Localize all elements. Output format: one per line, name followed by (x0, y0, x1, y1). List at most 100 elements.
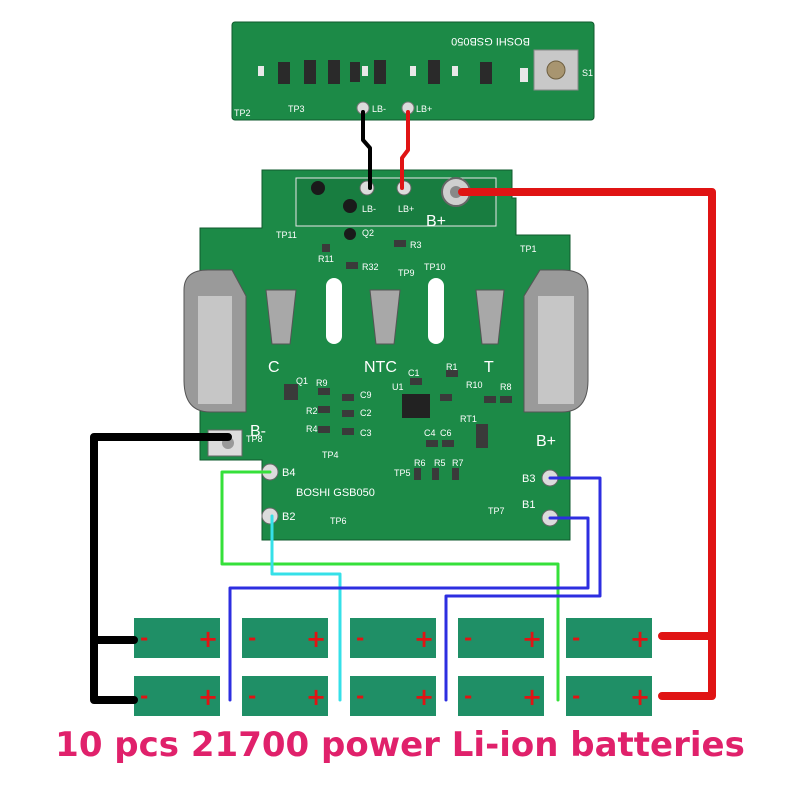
battery-cell: -+ (350, 676, 436, 716)
r7-label: R7 (452, 458, 464, 468)
r11-label: R11 (318, 254, 334, 264)
r1-label: R1 (446, 362, 458, 372)
cell-pos-symbol: + (198, 683, 218, 711)
cell-neg-symbol: - (572, 626, 580, 650)
tp7-label: TP7 (488, 506, 505, 516)
tp5-label: TP5 (394, 468, 411, 478)
main-bms-board: LB- LB+ B+ TP11 TP10 TP9 TP1 TP8 TP4 TP5… (183, 169, 589, 541)
battery-cell-body (134, 676, 220, 716)
c4-label: C4 (424, 428, 436, 438)
cell-neg-symbol: - (140, 626, 148, 650)
battery-cell-body (458, 676, 544, 716)
top-board-tp2: TP2 (234, 108, 251, 118)
cell-pos-symbol: + (198, 625, 218, 653)
r6-label: R6 (414, 458, 426, 468)
u1-label: U1 (392, 382, 404, 392)
cell-neg-symbol: - (464, 684, 472, 708)
r3-label: R3 (410, 240, 422, 250)
terminal-b-pos (523, 269, 589, 413)
c9-label: C9 (360, 390, 372, 400)
battery-cell: -+ (242, 676, 328, 716)
cell-neg-symbol: - (464, 626, 472, 650)
top-board-leds (258, 66, 528, 82)
tactile-switch (533, 49, 579, 91)
b2-label: B2 (282, 511, 295, 523)
battery-cell: -+ (242, 618, 328, 658)
top-board-tp3: TP3 (288, 104, 305, 114)
wire-b-pos (458, 188, 716, 700)
r5-label: R5 (434, 458, 446, 468)
transistor-q (311, 181, 325, 195)
cell-neg-symbol: - (356, 684, 364, 708)
slot-left (326, 278, 342, 344)
wire-b1 (228, 516, 590, 658)
tp1-label: TP1 (520, 244, 537, 254)
top-board-components (278, 60, 492, 84)
b-neg-label: B- (250, 423, 266, 440)
tp6-label: TP6 (330, 516, 347, 526)
battery-cell: -+ (134, 618, 220, 658)
c6-label: C6 (440, 428, 452, 438)
cell-neg-symbol: - (356, 626, 364, 650)
cell-pos-symbol: + (306, 683, 326, 711)
battery-cell-body (242, 676, 328, 716)
tp9-label: TP9 (398, 268, 415, 278)
switch-label: S1 (582, 68, 593, 78)
cell-pos-symbol: + (522, 683, 542, 711)
cell-pos-symbol: + (522, 625, 542, 653)
cell-pos-symbol: + (414, 683, 434, 711)
battery-cell-body (134, 618, 220, 658)
main-board-marking: BOSHI GSB050 (296, 487, 375, 499)
wire-lb-neg (361, 110, 372, 190)
battery-cell: -+ (458, 676, 544, 716)
wires (90, 110, 716, 704)
r10-label: R10 (466, 380, 483, 390)
b3-label: B3 (522, 473, 535, 485)
terminal-b-neg (183, 269, 247, 413)
b2-pad (261, 507, 279, 525)
cell-neg-symbol: - (248, 684, 256, 708)
tp8-label: TP8 (246, 434, 263, 444)
terminal-ntc (369, 289, 401, 345)
tp10-label: TP10 (424, 262, 446, 272)
r32-label: R32 (362, 262, 379, 272)
slot-right (428, 278, 444, 344)
transistor-q2 (343, 199, 357, 213)
rt1-label: RT1 (460, 414, 477, 424)
ntc-terminal-label: NTC (364, 359, 397, 376)
top-lb-pos-label: LB+ (416, 104, 432, 114)
battery-cell-body (458, 618, 544, 658)
tp11-label: TP11 (276, 230, 297, 240)
battery-cell: -+ (458, 618, 544, 658)
b4-label: B4 (282, 467, 295, 479)
r4-label: R4 (306, 424, 318, 434)
cell-neg-symbol: - (140, 684, 148, 708)
battery-cell-body (242, 618, 328, 658)
b-plus-top-label: B+ (426, 213, 446, 230)
battery-cell: -+ (566, 618, 652, 658)
cell-pos-symbol: + (306, 625, 326, 653)
r9-label: R9 (316, 378, 328, 388)
t-terminal-label: T (484, 359, 494, 376)
q2-label: Q2 (362, 228, 374, 238)
terminal-c (265, 289, 297, 345)
transistor-q3 (344, 228, 356, 240)
wire-b3 (444, 476, 602, 658)
top-led-board: S1 BOSHI GSB050 TP2 TP3 LB- LB+ (231, 21, 595, 121)
wire-b-neg (90, 433, 232, 704)
cell-pos-symbol: + (414, 625, 434, 653)
q1-label: Q1 (296, 376, 308, 386)
top-lb-neg-label: LB- (372, 104, 386, 114)
battery-cell-body (566, 618, 652, 658)
battery-cell: -+ (350, 618, 436, 658)
battery-cell-body (350, 618, 436, 658)
terminal-t (475, 289, 505, 345)
battery-cell: -+ (134, 676, 220, 716)
caption: 10 pcs 21700 power Li-ion batteries (55, 725, 745, 765)
c1-label: C1 (408, 368, 420, 378)
cell-pos-symbol: + (630, 683, 650, 711)
battery-cell: -+ (566, 676, 652, 716)
top-board-title: BOSHI GSB050 (451, 35, 530, 47)
